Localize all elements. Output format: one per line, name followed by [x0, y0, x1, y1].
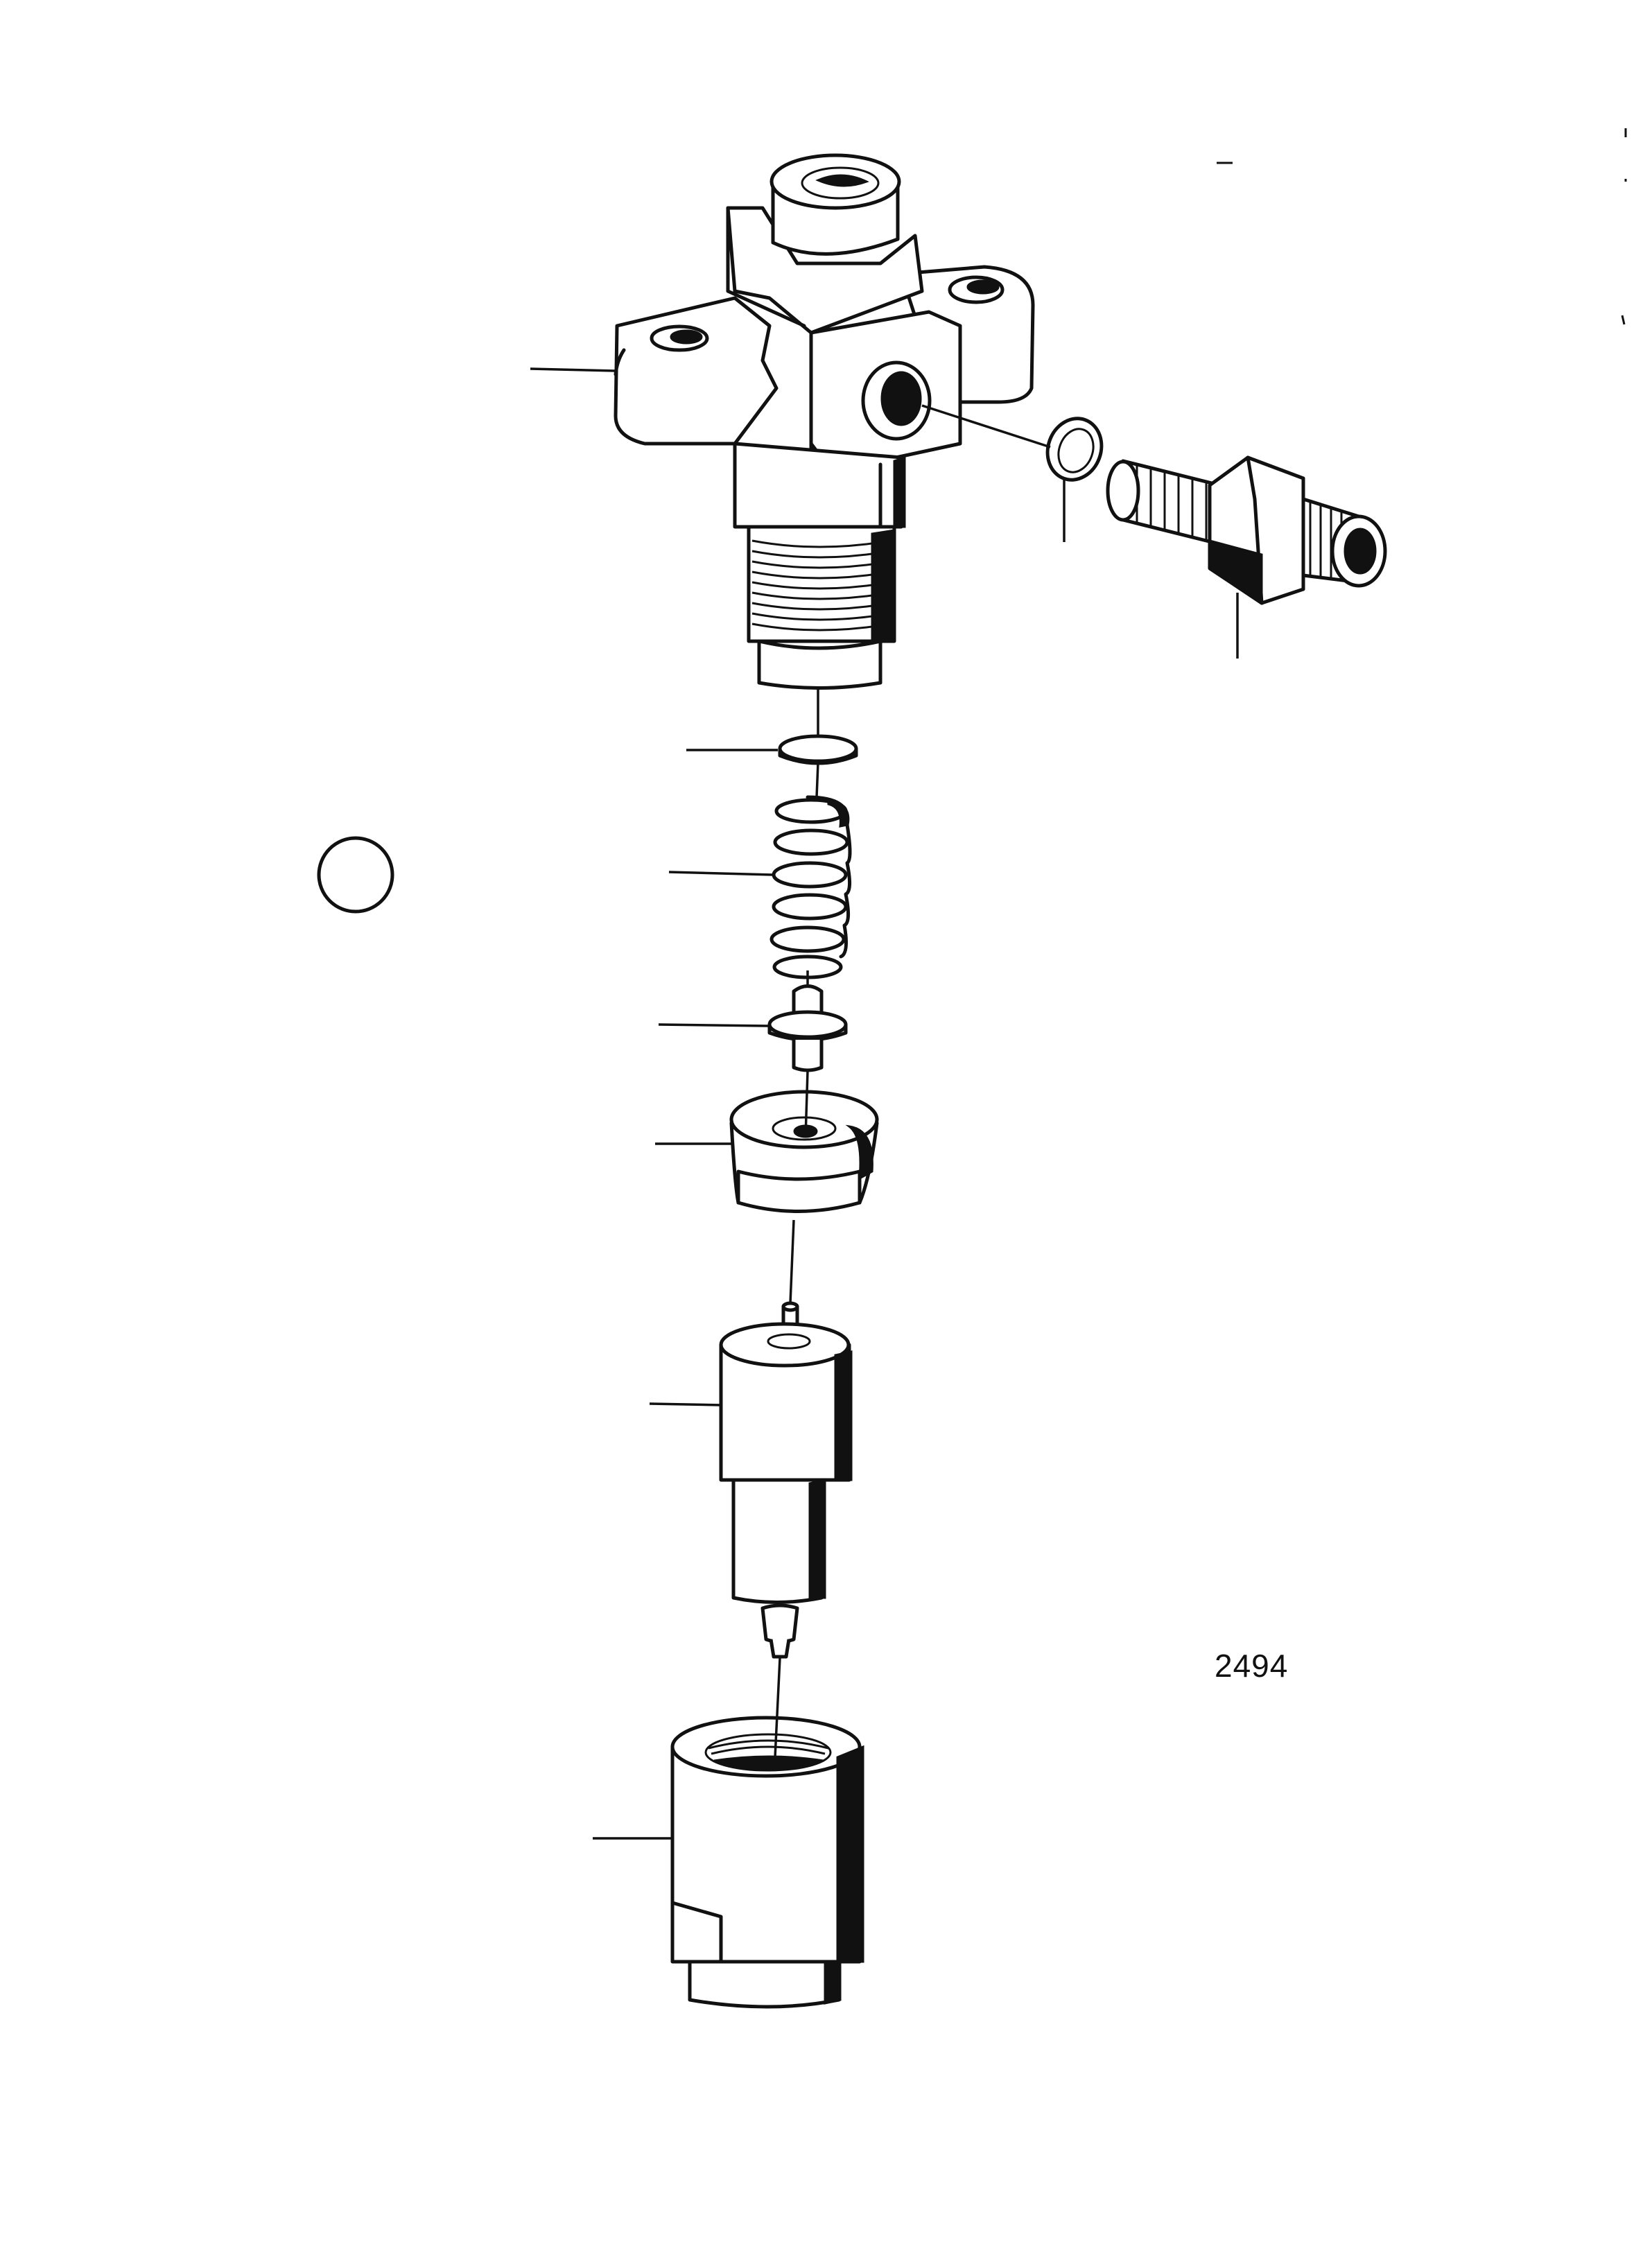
leader-spindle	[658, 1023, 769, 1027]
banjo-connector-screw	[1106, 455, 1387, 605]
part-leader-lines	[530, 367, 1239, 1840]
spring-seat-spindle	[767, 984, 848, 1072]
figure-number: 2494	[1215, 1648, 1289, 1684]
intermediate-piece	[729, 1090, 879, 1213]
assembly-axis-lines	[774, 404, 1051, 1758]
shim	[778, 734, 858, 765]
reference-circle	[317, 836, 394, 914]
scan-marks	[1217, 128, 1627, 325]
nozzle	[719, 1301, 853, 1659]
leader-holder-body	[530, 367, 616, 372]
sealing-washer	[1045, 417, 1104, 482]
leader-spring	[668, 871, 774, 876]
pressure-spring	[770, 795, 852, 979]
nozzle-cap-nut	[670, 1716, 864, 2009]
injector-holder-body	[614, 153, 1035, 690]
leader-nozzle	[649, 1402, 722, 1406]
